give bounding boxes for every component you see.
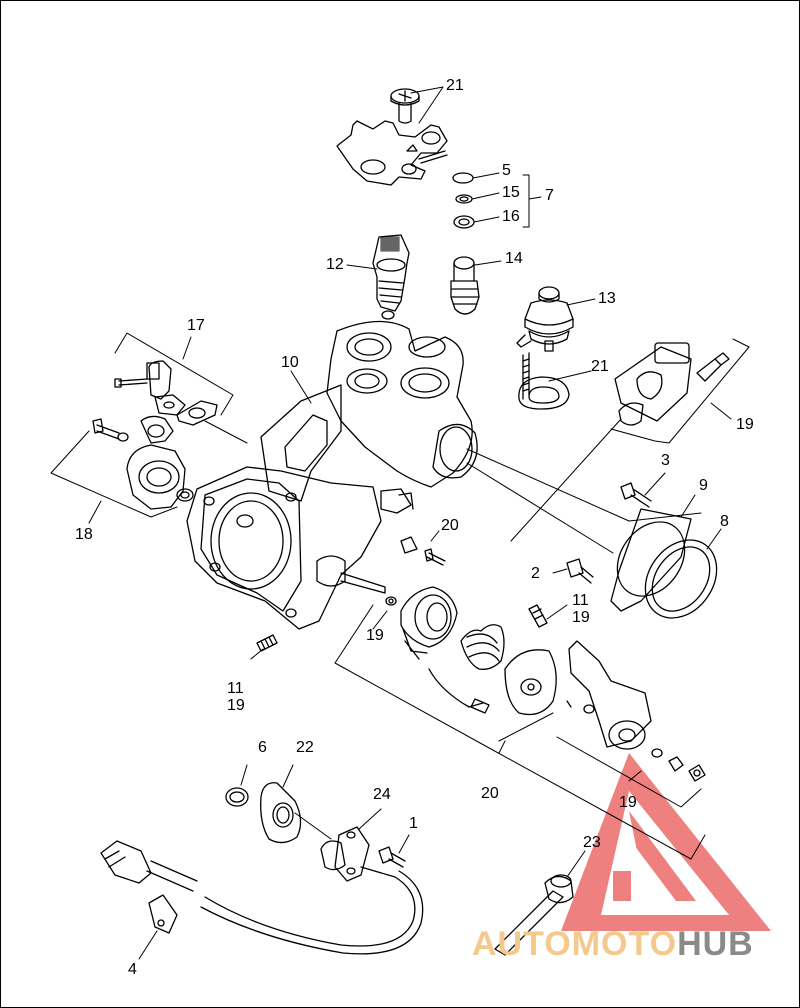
callout-16: 16	[502, 208, 520, 225]
throttle-body-main-part-10	[186, 320, 478, 630]
callout-19-lower-right: 19	[619, 794, 637, 811]
flange-gasket-part-9	[610, 508, 692, 612]
callout-24: 24	[373, 786, 391, 803]
callout-4: 4	[128, 961, 137, 978]
callout-11-right: 11	[572, 592, 589, 609]
seal-part-15	[455, 194, 473, 204]
bracket-pulley-part-19	[566, 640, 706, 782]
watermark-text-part1: AUTOMOTO	[472, 925, 678, 963]
callout-14: 14	[505, 250, 523, 267]
o-ring-part-5	[452, 172, 474, 184]
callout-13: 13	[598, 290, 616, 307]
throttle-drum-part-20	[385, 586, 557, 716]
leader-lines	[50, 86, 750, 960]
callout-7: 7	[545, 187, 554, 204]
callout-11-left: 11	[227, 680, 244, 697]
sensor-part-18	[92, 415, 194, 510]
bolt-part-2	[566, 558, 594, 584]
watermark-triangle-logo	[561, 753, 771, 931]
roll-pin-part-11-right	[528, 604, 548, 628]
idle-air-valve-part-19	[614, 342, 730, 426]
screw-part-1	[378, 846, 406, 868]
spacer-part-22	[260, 782, 302, 844]
o-ring-part-6	[225, 787, 249, 807]
callout-1: 1	[409, 815, 418, 832]
washer-part-16	[453, 215, 475, 229]
screw-part-21	[390, 88, 420, 124]
callout-17: 17	[187, 317, 205, 334]
watermark-text-part2: HUB	[677, 925, 754, 963]
callout-20-lower: 20	[481, 785, 499, 802]
sensor-part-24	[320, 826, 370, 882]
pressure-regulator-part-13	[516, 286, 574, 352]
gasket-part-21	[518, 352, 570, 410]
callout-18: 18	[75, 526, 93, 543]
watermark-logo-text: AUTOMOTOHUB	[472, 927, 754, 961]
cable-clip-part-4	[148, 894, 178, 934]
pressure-valve-part-14	[450, 256, 480, 315]
shaft-part-23	[494, 874, 574, 956]
callout-23: 23	[583, 834, 601, 851]
callout-5: 5	[502, 162, 511, 179]
callout-15: 15	[502, 184, 520, 201]
sensor-part-17	[114, 360, 218, 426]
callout-19-top-right: 19	[736, 416, 754, 433]
fuel-injector-part-12	[372, 234, 410, 320]
callout-19-below-body: 19	[366, 627, 384, 644]
callout-3: 3	[661, 452, 670, 469]
callout-21: 21	[446, 77, 464, 94]
callout-9: 9	[699, 477, 708, 494]
callout-19-right: 19	[572, 609, 590, 626]
screw-clip-part-20	[400, 536, 446, 566]
callout-10: 10	[281, 354, 299, 371]
callout-20-upper: 20	[441, 517, 459, 534]
seal-ring-part-8	[644, 539, 718, 619]
callout-6: 6	[258, 739, 267, 756]
callout-21-lower: 21	[591, 358, 609, 375]
callout-19-left: 19	[227, 697, 245, 714]
bracket-plate-part-21	[336, 120, 448, 186]
roll-pin-part-11-left	[256, 634, 278, 652]
callout-22: 22	[296, 739, 314, 756]
callout-2: 2	[531, 565, 540, 582]
callout-12: 12	[326, 256, 344, 273]
bolt-part-3	[620, 482, 652, 508]
cable-harness	[100, 840, 424, 955]
callout-8: 8	[720, 513, 729, 530]
